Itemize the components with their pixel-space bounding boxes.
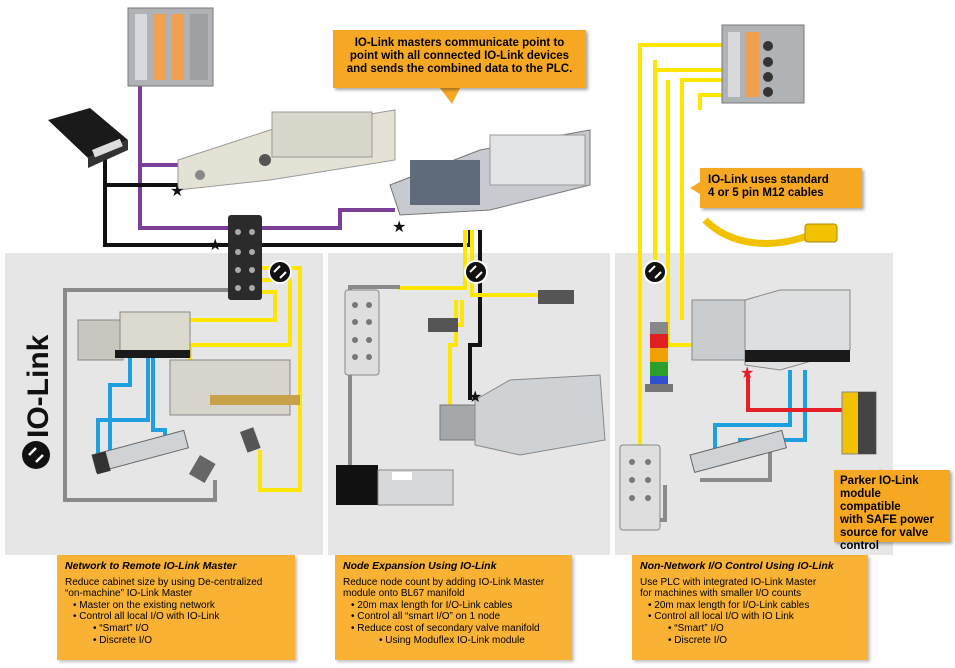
- section-title: Node Expansion Using IO-Link: [343, 560, 497, 572]
- moduflex-manifold: [439, 374, 606, 456]
- m12-cable: [702, 217, 838, 247]
- iolink-vertical-text: IO-Link: [22, 334, 55, 438]
- cylinder-right: [689, 429, 788, 473]
- svg-text:★: ★: [468, 389, 482, 406]
- power-supply: [48, 108, 128, 168]
- info-network-remote: Network to Remote IO-Link Master Reduce …: [57, 555, 295, 660]
- safe-module: [841, 391, 877, 455]
- plc-left: [127, 7, 214, 87]
- iolink-hub-middle: [344, 289, 380, 376]
- info-non-network: Non-Network I/O Control Using IO-Link Us…: [632, 555, 868, 660]
- red-cables: [746, 375, 850, 412]
- star-icon: ★: [392, 219, 406, 236]
- callout-pointer: [690, 182, 700, 194]
- section-title: Network to Remote IO-Link Master: [65, 560, 237, 572]
- callout-safe-module: Parker IO-Link module compatible with SA…: [834, 470, 950, 552]
- svg-text:★: ★: [208, 237, 222, 254]
- iolink-hub-right: [619, 444, 661, 531]
- valve-cluster-left: [77, 311, 300, 416]
- iolink-vertical-logo: IO-Link: [6, 300, 66, 480]
- valve-manifold-right: [691, 289, 851, 371]
- iolink-logo-icon: [268, 260, 292, 284]
- info-node-expansion: Node Expansion Using IO-Link Reduce node…: [335, 555, 572, 660]
- valve-manifold-top: [177, 109, 396, 191]
- callout-iolink-masters: IO-Link masters communicate point to poi…: [333, 30, 586, 88]
- star-icon: ★: [468, 389, 482, 406]
- sensor-left: [189, 427, 261, 484]
- star-icon: ★: [740, 365, 754, 382]
- plc-right: [721, 24, 805, 104]
- callout-m12-cables: IO-Link uses standard 4 or 5 pin M12 cab…: [700, 168, 862, 208]
- svg-text:★: ★: [392, 219, 406, 236]
- bl67-manifold: [389, 129, 591, 216]
- solenoid-valve: [336, 465, 454, 506]
- iolink-master-left: [228, 215, 262, 300]
- svg-text:★: ★: [740, 365, 754, 382]
- svg-text:★: ★: [170, 183, 184, 200]
- cylinder-left: [91, 429, 190, 475]
- star-icon: ★: [208, 237, 222, 254]
- callout-pointer: [440, 88, 460, 104]
- iolink-logo-icon: [643, 260, 667, 284]
- star-icon: ★: [170, 183, 184, 200]
- sensors-middle: [428, 290, 574, 332]
- stack-light: [645, 322, 673, 392]
- iolink-logo-icon: [464, 260, 488, 284]
- section-title: Non-Network I/O Control Using IO-Link: [640, 560, 834, 572]
